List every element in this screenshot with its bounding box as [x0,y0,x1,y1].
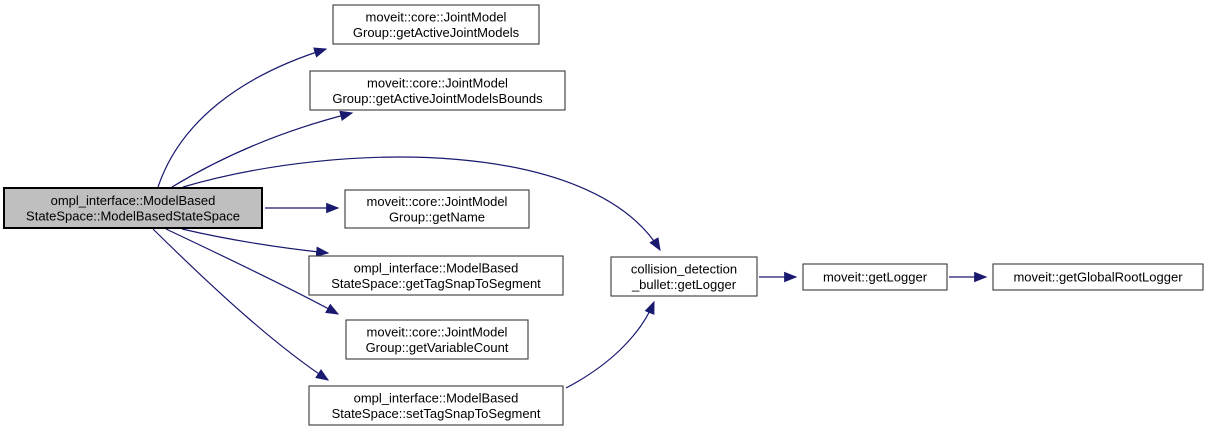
node-box [344,189,530,229]
node-label: moveit::core::JointModel [367,194,508,209]
node-label: moveit::core::JointModel [367,324,508,339]
node-label: collision_detection [631,261,737,276]
node-label: ompl_interface::ModelBased [51,193,216,208]
node-box [308,385,564,426]
edges-layer [152,47,988,389]
node-label: Group::getName [389,209,485,224]
node-label: StateSpace::getTagSnapToSegment [331,276,541,291]
node-box [3,187,263,229]
node-label: Group::getActiveJointModels [353,25,520,40]
node-moveit-getglobalrootlogger[interactable]: moveit::getGlobalRootLogger [992,263,1204,291]
node-label: ompl_interface::ModelBased [354,260,519,275]
node-label: moveit::getLogger [823,270,928,285]
node-label: ompl_interface::ModelBased [354,390,519,405]
node-box [345,319,529,360]
node-settagsnaptosegment[interactable]: ompl_interface::ModelBasedStateSpace::se… [308,385,564,426]
node-box [309,70,566,111]
node-box [992,263,1204,291]
node-label: Group::getVariableCount [366,340,509,355]
node-label: moveit::getGlobalRootLogger [1013,270,1183,285]
edge-settagsnaptosegment-to-collision-detection-bullet-getlogger [565,300,655,389]
node-box [332,4,540,45]
node-box [802,263,948,291]
node-label: Group::getActiveJointModelsBounds [332,91,543,106]
node-gettagsnaptosegment[interactable]: ompl_interface::ModelBasedStateSpace::ge… [308,255,564,296]
node-box [308,255,564,296]
node-moveit-getlogger[interactable]: moveit::getLogger [802,263,948,291]
edge-modelbasedstatespace-root-to-gettagsnaptosegment [181,228,330,258]
edge-modelbasedstatespace-root-to-settagsnaptosegment [152,228,330,381]
node-box [610,256,758,297]
node-getactivejointmodels[interactable]: moveit::core::JointModelGroup::getActive… [332,4,540,45]
node-label: StateSpace::ModelBasedStateSpace [26,208,240,223]
node-getvariablecount[interactable]: moveit::core::JointModelGroup::getVariab… [345,319,529,360]
node-label: StateSpace::setTagSnapToSegment [332,406,541,421]
node-modelbasedstatespace-root[interactable]: ompl_interface::ModelBasedStateSpace::Mo… [3,187,263,229]
edge-modelbasedstatespace-root-to-getactivejointmodels [157,47,328,188]
edge-modelbasedstatespace-root-to-getactivejointmodelsbounds [171,110,354,188]
node-label: _bullet::getLogger [631,277,737,292]
node-label: moveit::core::JointModel [367,75,508,90]
node-collision-detection-bullet-getlogger[interactable]: collision_detection_bullet::getLogger [610,256,758,297]
node-label: moveit::core::JointModel [366,9,507,24]
node-getactivejointmodelsbounds[interactable]: moveit::core::JointModelGroup::getActive… [309,70,566,111]
nodes-layer: ompl_interface::ModelBasedStateSpace::Mo… [3,4,1204,426]
